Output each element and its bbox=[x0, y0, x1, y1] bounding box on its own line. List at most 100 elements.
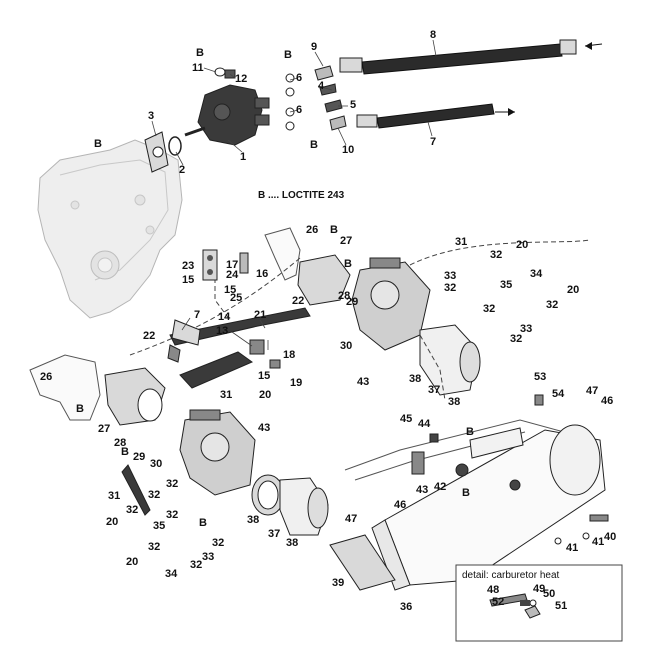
b-marker: B bbox=[462, 487, 470, 499]
callout-43: 43 bbox=[258, 422, 270, 434]
fuel-hose-supply bbox=[339, 39, 603, 75]
callout-23: 23 bbox=[182, 260, 194, 272]
callout-33: 33 bbox=[444, 270, 456, 282]
callout-5: 5 bbox=[350, 99, 356, 111]
callout-16: 16 bbox=[256, 268, 268, 280]
callout-37: 37 bbox=[428, 384, 440, 396]
callout-43: 43 bbox=[416, 484, 428, 496]
intake-manifold-right bbox=[264, 227, 351, 306]
callout-32: 32 bbox=[148, 489, 160, 501]
callout-22: 22 bbox=[143, 330, 155, 342]
callout-45: 45 bbox=[400, 413, 412, 425]
callout-10: 10 bbox=[342, 144, 354, 156]
callout-25: 25 bbox=[230, 292, 242, 304]
callout-36: 36 bbox=[400, 601, 412, 613]
loctite-b-markers: B B B B B B B B B B B bbox=[76, 47, 474, 529]
callout-49: 49 bbox=[533, 583, 545, 595]
callout-41: 41 bbox=[592, 536, 604, 548]
fuel-hose-return bbox=[356, 103, 515, 129]
b-marker: B bbox=[121, 446, 129, 458]
callout-28: 28 bbox=[114, 437, 126, 449]
callout-32: 32 bbox=[148, 541, 160, 553]
air-boot-left bbox=[251, 474, 329, 536]
callout-28: 28 bbox=[338, 290, 350, 302]
fuel-filter-bracket bbox=[202, 249, 249, 281]
callout-2: 2 bbox=[179, 164, 185, 176]
callout-38: 38 bbox=[286, 537, 298, 549]
callout-32: 32 bbox=[483, 303, 495, 315]
callout-51: 51 bbox=[555, 600, 567, 612]
callouts: 1 2 3 4 5 6 6 7 7 8 9 10 11 12 13 14 15 … bbox=[40, 29, 616, 613]
b-marker: B bbox=[466, 426, 474, 438]
air-boot-right bbox=[419, 324, 481, 396]
callout-20: 20 bbox=[106, 516, 118, 528]
callout-31: 31 bbox=[455, 236, 467, 248]
b-marker: B bbox=[284, 49, 292, 61]
callout-37: 37 bbox=[268, 528, 280, 540]
fuel-hose-left bbox=[121, 464, 151, 516]
fuel-pump bbox=[184, 84, 270, 146]
callout-19: 19 bbox=[290, 377, 302, 389]
callout-38: 38 bbox=[247, 514, 259, 526]
callout-15: 15 bbox=[224, 284, 236, 296]
callout-14: 14 bbox=[218, 311, 231, 323]
carburetor-left bbox=[179, 409, 256, 496]
loctite-note: B .... LOCTITE 243 bbox=[258, 190, 345, 201]
callout-1: 1 bbox=[240, 151, 246, 163]
callout-35: 35 bbox=[500, 279, 512, 291]
callout-50: 50 bbox=[543, 588, 555, 600]
callout-31: 31 bbox=[108, 490, 120, 502]
callout-18: 18 bbox=[283, 349, 295, 361]
callout-40: 40 bbox=[604, 531, 616, 543]
callout-20: 20 bbox=[516, 239, 528, 251]
callout-46: 46 bbox=[601, 395, 613, 407]
callout-9: 9 bbox=[311, 41, 317, 53]
callout-32: 32 bbox=[490, 249, 502, 261]
callout-26: 26 bbox=[40, 371, 52, 383]
callout-44: 44 bbox=[418, 418, 431, 430]
b-marker: B bbox=[196, 47, 204, 59]
silencer-screen bbox=[329, 534, 396, 591]
callout-53: 53 bbox=[534, 371, 546, 383]
callout-52: 52 bbox=[492, 596, 504, 608]
callout-15: 15 bbox=[258, 370, 270, 382]
callout-29: 29 bbox=[346, 296, 358, 308]
callout-22: 22 bbox=[292, 295, 304, 307]
callout-20: 20 bbox=[567, 284, 579, 296]
callout-32: 32 bbox=[126, 504, 138, 516]
intake-manifold-left bbox=[29, 354, 166, 426]
detail-box: detail: carburetor heat bbox=[455, 564, 623, 642]
engine-housing bbox=[37, 139, 183, 319]
callout-32: 32 bbox=[510, 333, 522, 345]
callout-54: 54 bbox=[552, 388, 565, 400]
callout-32: 32 bbox=[444, 282, 456, 294]
callout-35: 35 bbox=[153, 520, 165, 532]
callout-33: 33 bbox=[202, 551, 214, 563]
callout-11: 11 bbox=[192, 62, 204, 74]
callout-17: 17 bbox=[226, 259, 238, 271]
callout-6: 6 bbox=[296, 72, 302, 84]
b-marker: B bbox=[330, 224, 338, 236]
callout-48: 48 bbox=[487, 584, 499, 596]
callout-3: 3 bbox=[148, 110, 154, 122]
callout-27: 27 bbox=[340, 235, 352, 247]
callout-7: 7 bbox=[194, 309, 200, 321]
callout-43: 43 bbox=[357, 376, 369, 388]
callout-29: 29 bbox=[133, 451, 145, 463]
callout-27: 27 bbox=[98, 423, 110, 435]
callout-34: 34 bbox=[530, 268, 543, 280]
callout-20: 20 bbox=[126, 556, 138, 568]
b-marker: B bbox=[344, 258, 352, 270]
silencer-fasteners bbox=[411, 394, 609, 545]
callout-32: 32 bbox=[166, 509, 178, 521]
callout-34: 34 bbox=[165, 568, 178, 580]
silencer-bracket bbox=[455, 427, 524, 491]
callout-46: 46 bbox=[394, 499, 406, 511]
callout-21: 21 bbox=[254, 309, 266, 321]
callout-15: 15 bbox=[182, 274, 194, 286]
callout-32: 32 bbox=[546, 299, 558, 311]
callout-30: 30 bbox=[340, 340, 352, 352]
callout-32: 32 bbox=[166, 478, 178, 490]
air-silencer bbox=[371, 424, 606, 591]
callout-12: 12 bbox=[235, 73, 247, 85]
